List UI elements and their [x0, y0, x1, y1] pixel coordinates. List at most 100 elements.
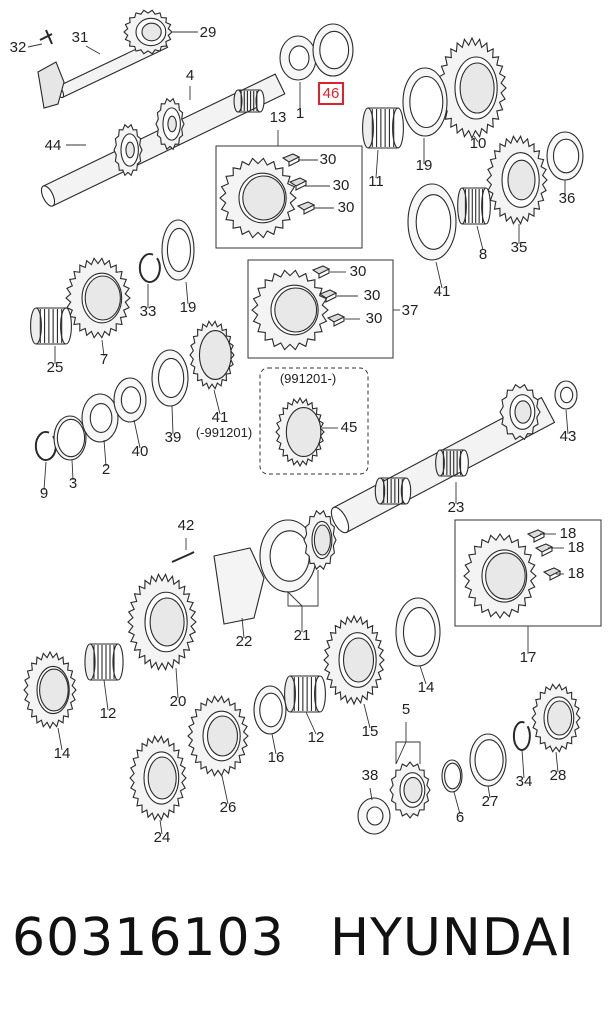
gear-35: [486, 135, 548, 225]
gear-7: [65, 257, 131, 339]
leader-line: [419, 665, 427, 685]
synchro-ring-19-top: [402, 67, 448, 137]
leader-line: [85, 45, 101, 55]
needle-bearing-11: [362, 107, 404, 149]
leader-line: [241, 617, 245, 639]
leader-line: [213, 389, 221, 415]
part-label: 30: [366, 310, 383, 327]
plate-22: [213, 547, 265, 625]
part-label: 30: [350, 263, 367, 280]
part-label: 6: [456, 809, 464, 826]
part-label: 9: [40, 485, 48, 502]
shaft-gear-23: [499, 383, 541, 441]
leader-line: [103, 679, 109, 711]
gear-20: [127, 572, 197, 672]
synchro-ring-19-mid: [161, 219, 195, 281]
leader-line: [27, 43, 43, 48]
part-label: 38: [362, 767, 379, 784]
part-label: 1: [296, 105, 304, 122]
gear-29: [123, 9, 173, 55]
box-13: [215, 145, 363, 249]
bearing-21-inner: [303, 509, 337, 571]
selector-fork-block: [37, 61, 65, 109]
part-label: 45: [341, 419, 358, 436]
key-30-b: [288, 177, 308, 191]
shaft-gear-a: [113, 123, 143, 177]
needle-bearing-12-b: [284, 675, 326, 713]
part-label: 27: [482, 793, 499, 810]
washer-3: [53, 415, 87, 461]
part-label: 14: [418, 679, 435, 696]
key-18-a: [526, 529, 546, 543]
leader-line: [395, 722, 421, 765]
needle-bearing-12-a: [84, 643, 124, 681]
part-label: 21: [294, 627, 311, 644]
box-991201: [259, 367, 369, 475]
snap-ring-9: [34, 431, 57, 461]
shaft-gear-b: [155, 97, 185, 151]
hub-13: [219, 157, 297, 239]
part-number: 60316103: [12, 908, 285, 968]
needle-bearing-8: [457, 187, 491, 225]
part-label: 22: [236, 633, 253, 650]
leader-line: [305, 711, 317, 735]
brand-name: HYUNDAI: [330, 908, 575, 968]
part-label: 19: [416, 157, 433, 174]
part-label: 2: [102, 461, 110, 478]
part-label: 13: [270, 109, 287, 126]
collar-5: [389, 761, 431, 819]
part-label: 28: [550, 767, 567, 784]
date-note: (-991201): [196, 425, 252, 440]
sleeve-36: [546, 131, 584, 181]
needle-bearing-25: [30, 307, 72, 345]
part-label: 30: [320, 151, 337, 168]
part-label: 42: [178, 517, 195, 534]
part-label: 11: [368, 173, 384, 190]
part-label: 30: [364, 287, 381, 304]
bearing-40: [113, 377, 147, 423]
leader-line: [71, 459, 74, 481]
bearing-21: [259, 519, 317, 593]
leader-line: [375, 149, 379, 179]
leader-line: [287, 570, 319, 632]
part-label: 15: [362, 723, 379, 740]
bearing-1: [279, 35, 317, 81]
part-label: 18: [568, 565, 585, 582]
part-label: 30: [333, 177, 350, 194]
part-label: 44: [45, 137, 62, 154]
bolt-32: [39, 29, 53, 45]
part-label: 12: [308, 729, 325, 746]
part-label: 29: [200, 24, 217, 41]
part-label: 3: [69, 475, 77, 492]
plug-43: [554, 380, 578, 410]
key-30-a: [281, 153, 301, 167]
hub-37: [251, 269, 329, 351]
synchro-ring-45: [275, 396, 325, 468]
part-label: 19: [180, 299, 197, 316]
nut-38: [357, 797, 391, 835]
leader-line: [565, 409, 569, 435]
gear-24: [129, 735, 187, 821]
snap-ring-34: [512, 721, 531, 751]
leader-line: [476, 225, 484, 251]
part-label: 26: [220, 799, 237, 816]
bearing-2: [81, 393, 119, 443]
synchro-ring-41: [407, 183, 457, 261]
leader-line: [555, 751, 559, 773]
leader-line: [521, 749, 525, 779]
spline-23-b: [374, 477, 412, 505]
key-30-f: [326, 313, 346, 327]
leader-line: [103, 439, 107, 467]
part-label: 35: [511, 239, 528, 256]
part-label: 18: [560, 525, 577, 542]
leader-line: [43, 461, 47, 491]
part-label: 33: [140, 303, 157, 320]
part-label: 34: [516, 773, 533, 790]
key-18-c: [542, 567, 562, 581]
leader-line: [271, 733, 277, 755]
part-label: 20: [170, 693, 187, 710]
part-label: 18: [568, 539, 585, 556]
leader-line: [369, 787, 373, 801]
key-30-d: [311, 265, 331, 279]
leader-line: [57, 727, 63, 751]
